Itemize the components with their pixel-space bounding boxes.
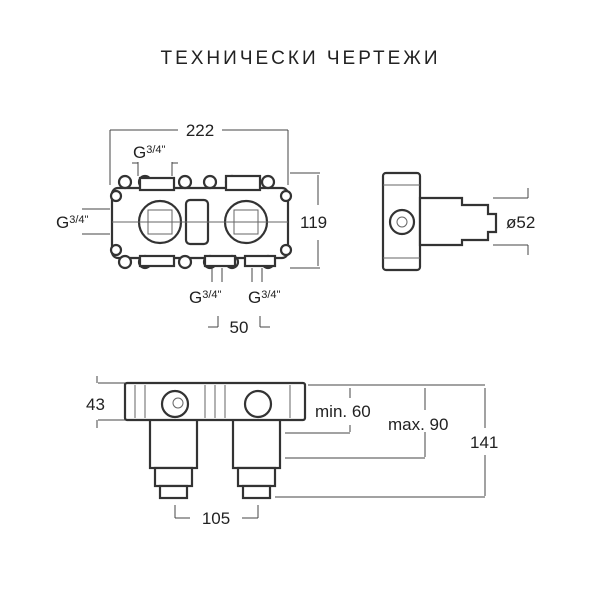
bottom-thread-label-1: G3/4" bbox=[189, 288, 222, 307]
depth-dimension: 43 bbox=[86, 395, 105, 414]
diameter-dimension: ø52 bbox=[506, 213, 535, 232]
total-depth-dimension: 141 bbox=[470, 433, 498, 452]
spacing-dimension: 105 bbox=[202, 509, 230, 528]
top-view: 43 min. 60 max. 90 141 105 bbox=[86, 376, 498, 528]
page-title: ТЕХНИЧЕСКИ ЧЕРТЕЖИ bbox=[160, 48, 441, 69]
bottom-thread-label-2: G3/4" bbox=[248, 288, 281, 307]
top-thread-label: G3/4" bbox=[133, 143, 166, 162]
height-dimension: 119 bbox=[300, 213, 327, 232]
left-thread-label: G3/4" bbox=[56, 213, 89, 232]
outlet-spacing-dimension: 50 bbox=[230, 318, 249, 337]
width-dimension: 222 bbox=[186, 121, 214, 140]
side-view: ø52 bbox=[381, 171, 535, 272]
front-view: 222 G3/4" G3/4" 119 G3/4" G3/4" 50 bbox=[56, 121, 327, 337]
max-depth-dimension: max. 90 bbox=[388, 415, 448, 434]
min-depth-dimension: min. 60 bbox=[315, 402, 371, 421]
